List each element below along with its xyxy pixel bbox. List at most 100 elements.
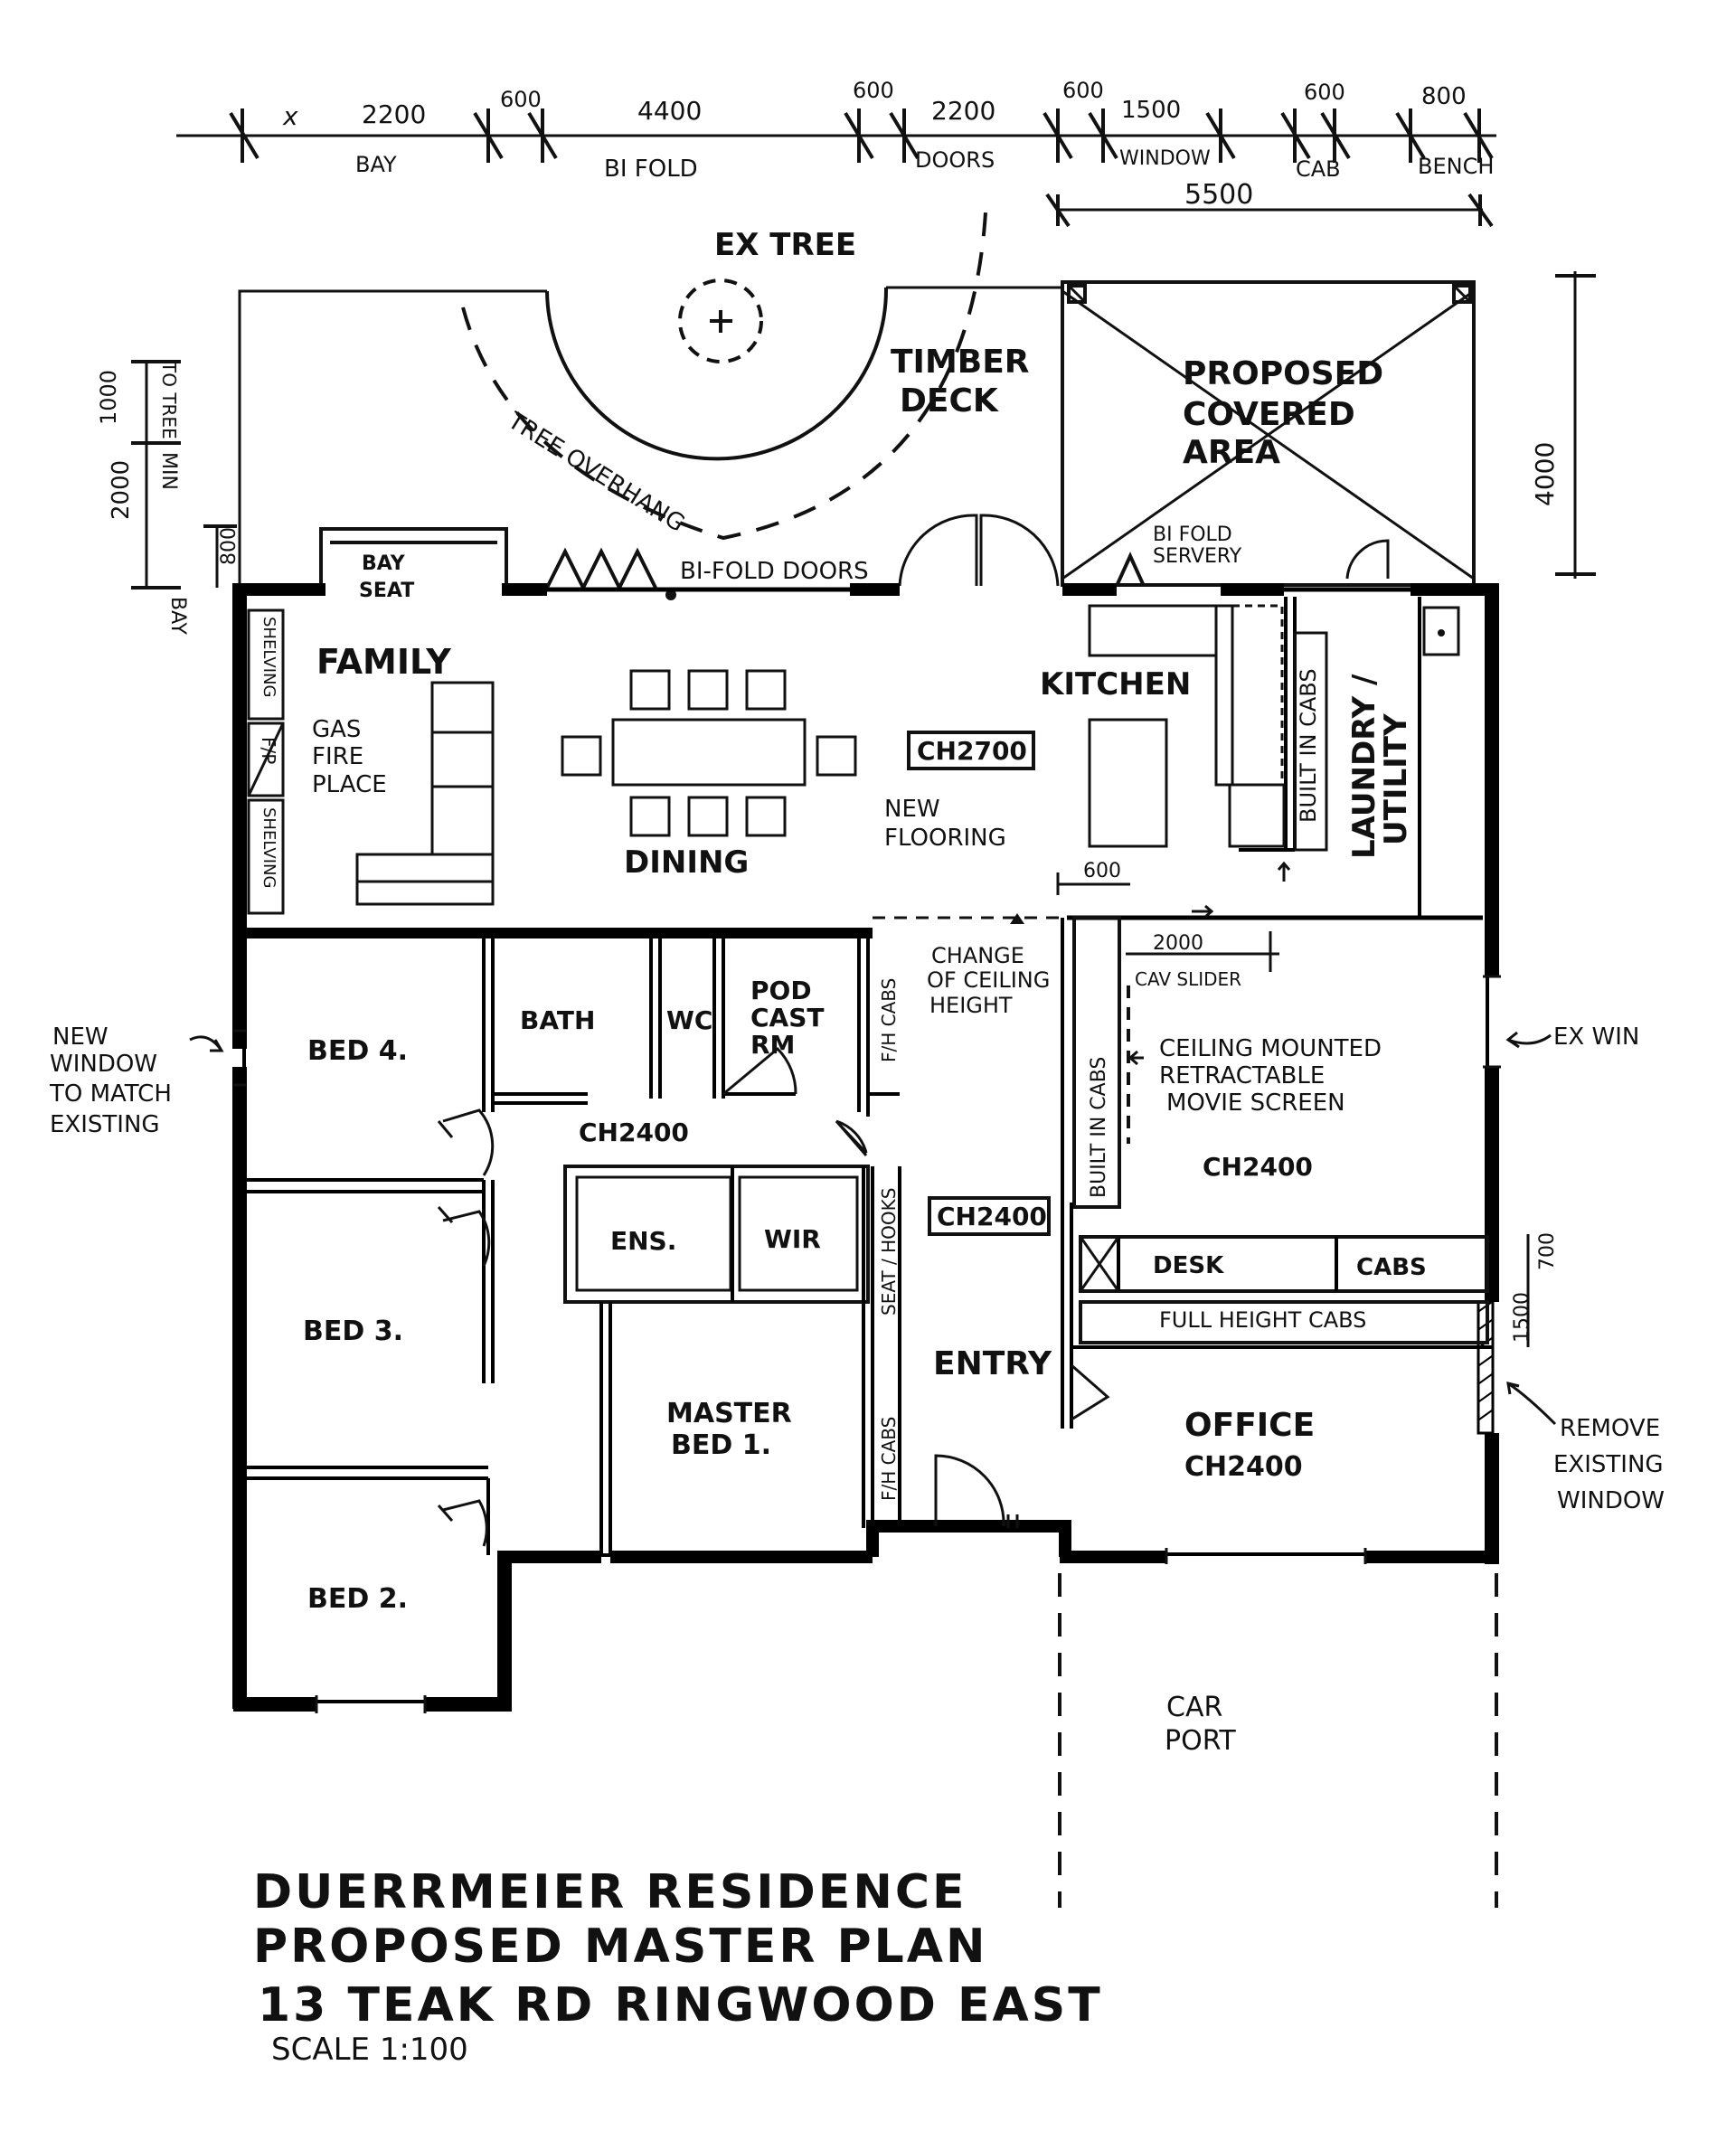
dim-600-c: 600 [1062,78,1104,103]
note-gas-3: PLACE [312,771,387,798]
dim-label-bifold: BI FOLD [604,156,698,183]
note-gas-1: GAS [312,716,361,743]
room-ens: ENS. [610,1226,676,1256]
annotations: CHANGE OF CEILING HEIGHT 600 2000 CAV SL… [49,860,1665,1757]
note-new-2: FLOORING [884,825,1006,852]
title-line-2: PROPOSED MASTER PLAN [253,1919,988,1974]
dim-left-2000: 2000 [108,460,135,520]
note-new-window-3: TO MATCH [49,1080,172,1108]
note-cav-slider: CAV SLIDER [1135,968,1241,990]
note-new-1: NEW [884,796,940,823]
note-movie-2: RETRACTABLE [1159,1062,1325,1089]
note-movie-3: MOVIE SCREEN [1166,1089,1345,1117]
label-cabs: CABS [1356,1254,1427,1281]
room-master-2: BED 1. [671,1429,771,1461]
dim-right-700: 700 [1536,1232,1559,1270]
room-laundry-2: UTILITY [1378,713,1414,845]
note-gas-2: FIRE [312,743,363,770]
ceiling-kitchen: CH2700 [917,736,1027,766]
dim-x: x [282,101,298,131]
room-bath: BATH [520,1005,595,1035]
note-bifold-servery-2: SERVERY [1153,545,1242,568]
dim-left-note-min: MIN [157,452,180,490]
doors-windows [233,975,1501,1713]
room-pod-1: POD [750,976,812,1005]
note-covered-2: COVERED [1183,396,1355,433]
room-kitchen: KITCHEN [1040,666,1191,703]
dim-label-bay: BAY [355,152,397,177]
dim-bay-2200: 2200 [362,99,426,129]
room-bed2: BED 2. [307,1583,408,1615]
label-fh-cabs-1: F/H CABS [878,978,900,1062]
note-bay-2: SEAT [359,580,414,602]
note-ex-tree: EX TREE [714,227,856,263]
title-scale: SCALE 1:100 [271,2032,468,2068]
room-entry: ENTRY [933,1345,1052,1382]
ceiling-movie: CH2400 [1203,1152,1313,1182]
room-pod-3: RM [750,1030,795,1060]
note-new-window-1: NEW [52,1023,108,1051]
room-wc: WC [666,1005,712,1035]
note-remove-3: WINDOW [1557,1487,1665,1514]
note-bifold-doors: BI-FOLD DOORS [680,558,869,585]
furniture [247,604,1286,915]
label-fp: F/P [258,737,279,764]
note-car: CAR [1166,1692,1222,1723]
room-bed3: BED 3. [303,1316,403,1347]
note-new-window-4: EXISTING [50,1111,160,1138]
note-port: PORT [1165,1725,1236,1757]
dim-left-note-tree: TO TREE [158,361,180,439]
dim-600-b: 600 [853,78,894,103]
note-bay-1: BAY [362,552,406,575]
dim-left-note-bay: BAY [166,597,189,635]
dim-doors-2200: 2200 [931,96,995,126]
dim-label-window: WINDOW [1119,147,1211,170]
dim-window-1500: 1500 [1121,97,1181,124]
dim-inner-2000: 2000 [1153,932,1203,955]
interior-walls [240,597,1492,1555]
dim-bifold-4400: 4400 [637,96,702,126]
dim-label-cab: CAB [1296,156,1341,182]
left-dimensions: 1000 2000 800 TO TREE MIN BAY [96,360,241,635]
label-shelving-2: SHELVING [259,807,278,888]
ceiling-office: CH2400 [1184,1451,1303,1483]
room-wir: WIR [764,1224,821,1254]
dim-label-bench: BENCH [1418,154,1494,179]
note-change-2: OF CEILING [927,967,1050,993]
dim-left-800: 800 [218,527,241,565]
ceiling-box-entry [928,1196,1051,1236]
dim-label-doors: DOORS [915,147,995,173]
room-labels: FAMILY GAS FIRE PLACE SHELVING F/P SHELV… [258,617,1427,1615]
title-line-3: 13 TEAK RD RINGWOOD EAST [258,1978,1103,2033]
label-full-height-cabs: FULL HEIGHT CABS [1159,1307,1366,1333]
note-bifold-servery-1: BI FOLD [1153,523,1232,546]
label-fh-cabs-2: F/H CABS [878,1417,900,1501]
right-dimensions: 4000 1500 700 [1511,271,1596,1347]
room-pod-2: CAST [750,1003,824,1033]
note-tree-overhang: TREE OVERHANG [502,407,689,538]
carport-outline [1058,1573,1498,1908]
note-covered-3: AREA [1183,434,1280,471]
note-remove-2: EXISTING [1553,1451,1664,1478]
label-shelving-1: SHELVING [259,617,278,697]
dim-cab-600: 600 [1304,80,1345,105]
title-block: DUERRMEIER RESIDENCE PROPOSED MASTER PLA… [253,1865,1103,2068]
dim-right-1500: 1500 [1511,1292,1533,1343]
note-timber-deck-2: DECK [900,382,999,420]
room-family: FAMILY [316,642,451,682]
dim-600-a: 600 [500,87,542,112]
label-seat-hooks: SEAT / HOOKS [878,1188,900,1316]
outdoor-area: EX TREE TREE OVERHANG TIMBER DECK PROPOS… [238,212,1476,602]
exterior-walls [232,583,1499,1712]
room-master-1: MASTER [666,1398,792,1429]
ceiling-hall: CH2400 [579,1118,689,1147]
dim-inner-600: 600 [1083,860,1121,882]
room-dining: DINING [624,844,749,881]
note-change-3: HEIGHT [929,993,1013,1018]
label-desk: DESK [1153,1252,1224,1279]
room-office: OFFICE [1184,1407,1315,1444]
note-timber-deck-1: TIMBER [891,344,1030,381]
room-laundry-1: LAUNDRY / [1346,674,1382,859]
note-remove-1: REMOVE [1560,1415,1660,1442]
